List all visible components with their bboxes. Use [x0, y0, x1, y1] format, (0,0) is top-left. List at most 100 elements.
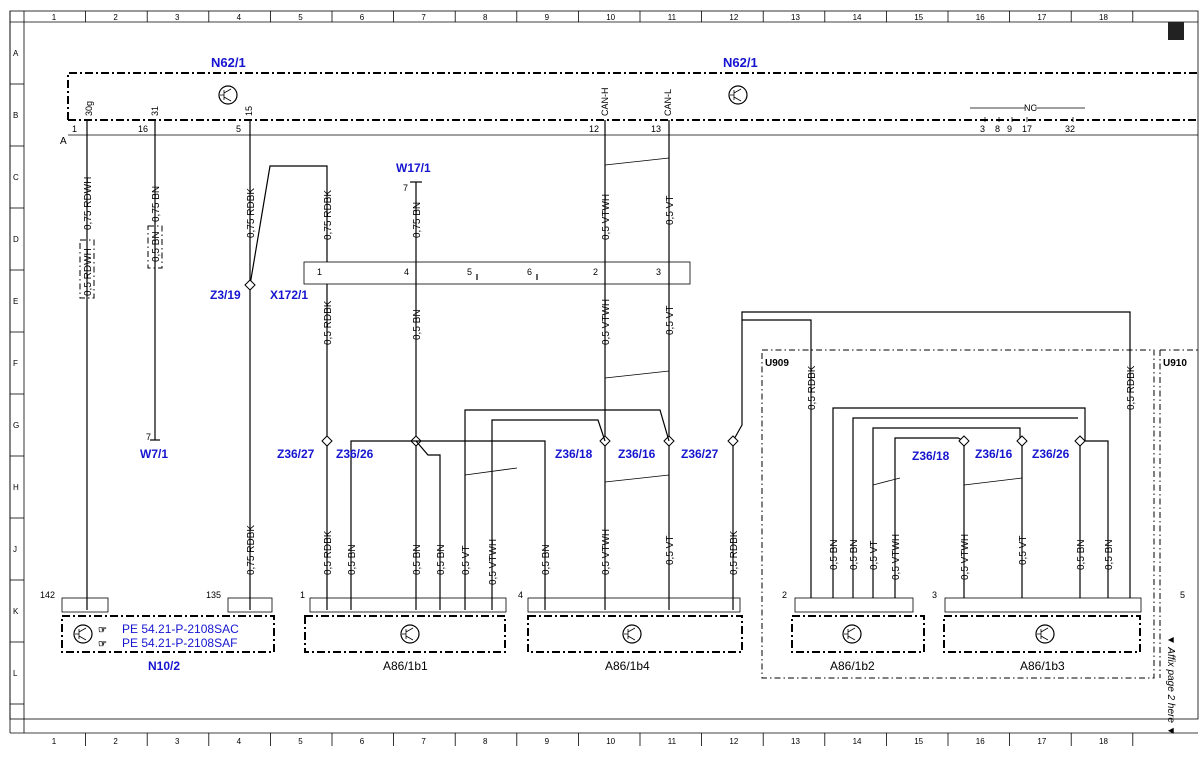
pin-number: 7 [146, 432, 151, 442]
grid-column-label: 17 [1037, 13, 1046, 22]
grid-row-label: F [13, 359, 18, 368]
grid-column-label: 18 [1099, 737, 1108, 746]
ecu-symbol-icon [73, 624, 93, 644]
pin-label: 12 [589, 124, 599, 134]
grid-column-label: 3 [175, 13, 180, 22]
z36-26-label[interactable]: Z36/26 [336, 447, 374, 461]
wire-label: 0,5 BN [347, 544, 358, 575]
nc-label: NC [1024, 103, 1037, 113]
z3-19-label[interactable]: Z3/19 [210, 288, 241, 302]
wire-label: 0,5 BN [849, 539, 860, 570]
ecu-symbol-icon [400, 624, 420, 644]
z36-18-label[interactable]: Z36/18 [555, 447, 593, 461]
a86-1b3-label[interactable]: A86/1b3 [1020, 659, 1065, 673]
pin-label: 8 [995, 124, 1000, 134]
grid-row-label: A [13, 49, 19, 58]
x172-label[interactable]: X172/1 [270, 288, 308, 302]
wire-label: 0,5 BN [829, 539, 840, 570]
grid-column-label: 9 [545, 737, 550, 746]
grid-column-label: 15 [914, 13, 923, 22]
grid-column-label: 12 [729, 13, 738, 22]
a86-1b2-box [791, 615, 925, 653]
wire-label: 0,5 BN [1076, 539, 1087, 570]
grid-row-label: H [13, 483, 19, 492]
z36-26-label[interactable]: Z36/26 [1032, 447, 1070, 461]
wire-label: 0,5 RDBK [323, 300, 334, 345]
grid-row-label: E [13, 297, 18, 306]
grid-column-label: 14 [853, 13, 862, 22]
grid-column-label: 6 [360, 13, 365, 22]
wire-label: 0,5 BN [151, 231, 162, 262]
grid-column-label: 2 [113, 13, 118, 22]
pin-label: 5 [236, 124, 241, 134]
pin-number: 4 [404, 267, 409, 277]
grid-row-label: G [13, 421, 19, 430]
hand-pointer-icon: ☞ [98, 639, 107, 650]
pin-signal-label: 30g [84, 101, 94, 116]
wire-label: 0,5 VTWH [601, 299, 612, 345]
wire-label: 0,75 BN [412, 202, 423, 238]
grid-column-label: 6 [360, 737, 365, 746]
grid-column-label: 7 [421, 737, 426, 746]
wire-label: 0,75 RDBK [246, 525, 257, 575]
u909-label[interactable]: U909 [765, 358, 789, 369]
wire-label: 0,75 RDBK [246, 188, 257, 238]
wire-label: 0,5 VTWH [488, 539, 499, 585]
grid-row-label: K [13, 607, 19, 616]
z36-27-label[interactable]: Z36/27 [277, 447, 315, 461]
grid-row-label: L [13, 669, 18, 678]
ecu-symbol-icon [218, 85, 238, 105]
a86-1b4-box [527, 615, 743, 653]
n10-2-label[interactable]: N10/2 [148, 659, 180, 673]
wire-label: 0,5 VTWH [601, 194, 612, 240]
u910-label[interactable]: U910 [1163, 358, 1187, 369]
ecu-symbol-icon [622, 624, 642, 644]
wire-label: 0,5 VT [1018, 536, 1029, 565]
pin-label: 1 [72, 124, 77, 134]
w7-label[interactable]: W7/1 [140, 447, 168, 461]
manual-icon[interactable] [1168, 22, 1184, 40]
z36-16-label[interactable]: Z36/16 [618, 447, 656, 461]
grid-row-label: D [13, 235, 19, 244]
pin-label: 16 [138, 124, 148, 134]
grid-column-label: 3 [175, 737, 180, 746]
wire-label: 0,5 BN [541, 544, 552, 575]
grid-column-label: 13 [791, 13, 800, 22]
x172-connector [303, 261, 691, 285]
pin-number: 1 [317, 267, 322, 277]
wire-label: 0,5 VT [461, 546, 472, 575]
wire-label: 0,5 BN [412, 309, 423, 340]
reference-link[interactable]: PE 54.21-P-2108SAC [122, 622, 239, 636]
grid-row-label: B [13, 111, 18, 120]
grid-column-label: 12 [729, 737, 738, 746]
wire-label: 0,5 BN [1104, 539, 1115, 570]
wire-label: 0,5 RDBK [729, 530, 740, 575]
a86-1b2-label[interactable]: A86/1b2 [830, 659, 875, 673]
pin-number: 5 [1180, 590, 1185, 600]
pin-label: 32 [1065, 124, 1075, 134]
grid-column-label: 8 [483, 737, 488, 746]
grid-row-label: J [13, 545, 17, 554]
wire-label: 0,5 VTWH [891, 534, 902, 580]
a86-1b4-label[interactable]: A86/1b4 [605, 659, 650, 673]
z36-18-label[interactable]: Z36/18 [912, 449, 950, 463]
wire-label: 0,5 VT [869, 541, 880, 570]
n62-label-right[interactable]: N62/1 [723, 55, 758, 70]
z36-16-label[interactable]: Z36/16 [975, 447, 1013, 461]
u909-box [761, 349, 1155, 679]
pin-number: 2 [782, 590, 787, 600]
grid-column-label: 1 [52, 737, 57, 746]
w17-label[interactable]: W17/1 [396, 161, 431, 175]
reference-link[interactable]: PE 54.21-P-2108SAF [122, 636, 237, 650]
a86-1b1-label[interactable]: A86/1b1 [383, 659, 428, 673]
n62-label-left[interactable]: N62/1 [211, 55, 246, 70]
n62-box [67, 72, 1198, 120]
grid-column-label: 5 [298, 737, 303, 746]
wire-label: 0,5 BN [436, 544, 447, 575]
grid-column-label: 13 [791, 737, 800, 746]
wire-label: 0,5 RDBK [323, 530, 334, 575]
z36-27-label[interactable]: Z36/27 [681, 447, 719, 461]
pin-signal-label: CAN-H [600, 88, 610, 117]
wire-label: 0,5 VT [665, 196, 676, 225]
